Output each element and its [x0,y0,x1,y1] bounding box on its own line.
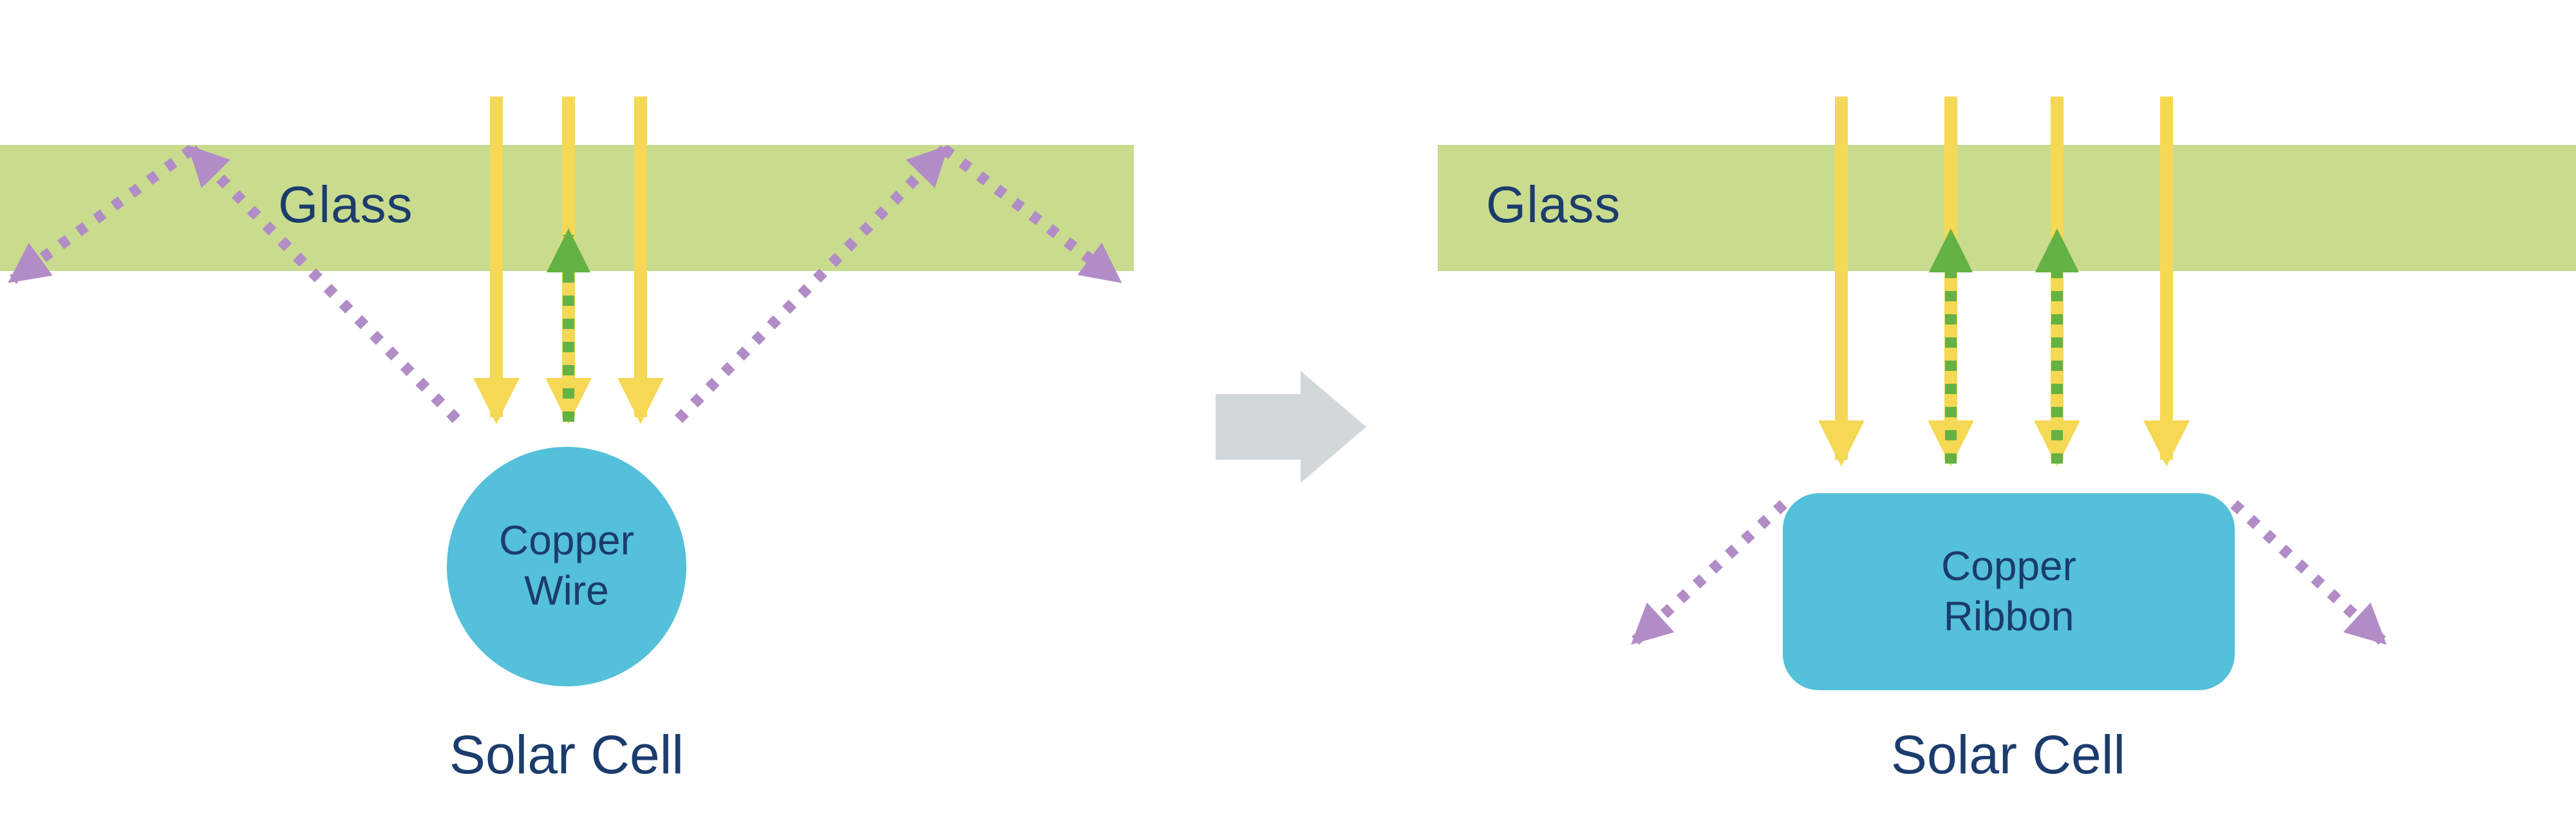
copper-wire-label-line1: Copper [499,517,634,563]
solar-cell-label-right: Solar Cell [1890,724,2126,785]
copper-wire-label: Copper Wire [438,515,695,616]
reflected-light-arrows-right [1928,228,2080,464]
copper-ribbon-label-line1: Copper [1941,543,2076,589]
copper-ribbon-label-line2: Ribbon [1943,593,2074,639]
glass-bar-right [1438,145,2576,271]
escaped-light-ray-left-b [674,145,1122,423]
escaped-ray-segment [2230,500,2387,645]
glass-label-right: Glass [1486,176,1621,233]
escaped-ray-segment [941,145,1122,284]
copper-wire-shape [447,447,686,686]
escaped-ray-segment [8,145,195,284]
copper-ribbon-shape [1783,493,2235,690]
escaped-light-ray-left-a [8,145,461,423]
escaped-ray-segment [1631,500,1787,645]
escaped-ray-segment [187,145,461,423]
transition-arrow-icon [1216,371,1366,483]
copper-wire-label-line2: Wire [524,567,609,614]
copper-ribbon-label: Copper Ribbon [1880,541,2138,641]
solar-cell-label-left: Solar Cell [449,724,684,785]
glass-label-left: Glass [278,176,413,233]
